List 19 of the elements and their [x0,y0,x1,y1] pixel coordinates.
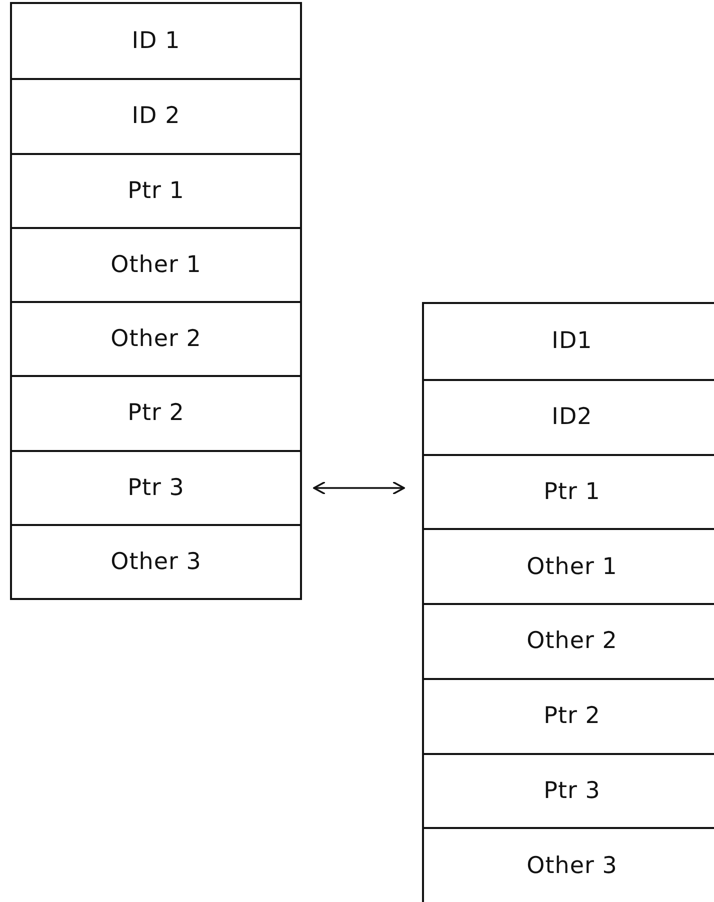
field-label: Ptr 3 [128,474,184,501]
field-label: Ptr 3 [544,778,600,804]
field-label: Ptr 2 [544,703,600,730]
field-label: Ptr 1 [128,178,184,204]
field-label: ID1 [552,328,592,354]
double-arrow [313,481,405,495]
field-label: Ptr 1 [544,478,600,505]
record-stack [10,2,302,600]
field-label: Ptr 2 [128,400,184,426]
record-stack [422,302,714,902]
field-label: Other 1 [110,252,202,278]
field-label: Other 1 [526,554,618,580]
field-label: Other 2 [110,326,202,352]
field-label: ID2 [552,404,592,430]
field-label: ID 2 [132,103,180,130]
field-label: ID 1 [132,28,180,54]
field-label: Other 3 [526,852,618,879]
field-label: Other 3 [110,548,202,575]
field-label: Other 2 [526,628,618,654]
